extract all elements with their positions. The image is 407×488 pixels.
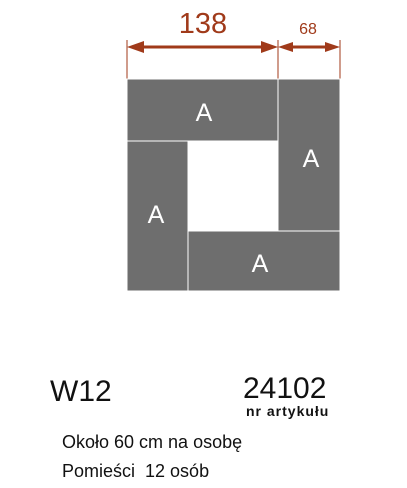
article-number: 24102 — [243, 372, 327, 405]
module-label-bottom: A — [252, 250, 269, 278]
module-label-right: A — [303, 145, 320, 173]
module-label-left: A — [148, 201, 165, 229]
table-module-left — [126, 140, 189, 292]
capacity-note: Pomieści 12 osób — [62, 461, 210, 481]
table-module-top — [126, 78, 279, 142]
table-module-bottom — [187, 230, 341, 292]
width-dimension-label: 138 — [179, 8, 227, 40]
spacing-note: Około 60 cm na osobę — [62, 432, 243, 452]
width-dimension-arrow — [127, 41, 278, 53]
depth-dimension-arrow — [278, 42, 340, 52]
article-number-label: nr artykułu — [246, 403, 330, 419]
module-label-top: A — [196, 99, 213, 127]
model-code: W12 — [50, 375, 112, 408]
depth-dimension-label: 68 — [299, 21, 317, 38]
